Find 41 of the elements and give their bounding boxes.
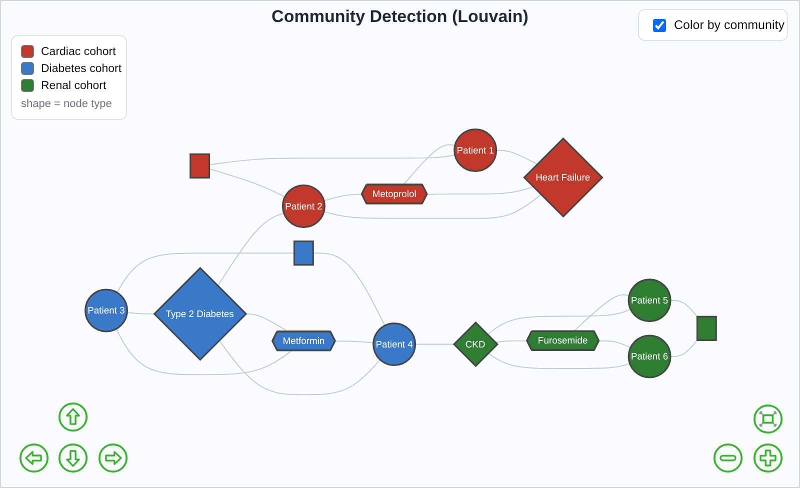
connector	[126, 312, 155, 314]
connector	[116, 252, 296, 293]
connector	[324, 194, 542, 219]
connector	[598, 340, 632, 348]
node-diamond: CKD	[453, 321, 499, 368]
connector	[427, 186, 534, 195]
connector	[487, 308, 632, 336]
connector	[324, 194, 363, 202]
connector	[335, 340, 374, 344]
node-circle: Patient 2	[282, 184, 326, 228]
connector	[312, 252, 386, 326]
connector	[209, 168, 286, 198]
node-diamond: Heart Failure	[523, 137, 604, 218]
connector	[402, 144, 456, 186]
node-circle: Patient 1	[454, 128, 498, 172]
connector	[116, 328, 292, 376]
connector	[245, 313, 290, 332]
legend-label: Renal cohort	[41, 80, 106, 92]
connector	[573, 294, 630, 332]
connector	[488, 352, 631, 370]
node-circle: Patient 4	[372, 322, 416, 366]
connector	[670, 340, 698, 357]
connector	[218, 212, 285, 286]
connector	[494, 340, 528, 343]
checkbox-label: Color by community	[674, 18, 784, 32]
legend-note: shape = node type	[21, 98, 112, 110]
connector	[496, 150, 538, 165]
node-box	[190, 153, 210, 179]
legend-label: Diabetes cohort	[41, 62, 122, 74]
node-diamond: Type 2 Diabetes	[154, 266, 248, 361]
node-circle: Patient 5	[628, 278, 672, 322]
node-box	[696, 316, 718, 341]
connector	[209, 154, 456, 166]
legend-label: Cardiac cohort	[41, 46, 116, 58]
connector	[670, 300, 698, 318]
node-circle: Patient 3	[84, 288, 128, 332]
connector	[415, 344, 454, 345]
connector	[219, 340, 381, 396]
diagram-title: Community Detection (Louvain)	[272, 7, 528, 26]
node-box	[294, 240, 314, 266]
node-circle: Patient 6	[628, 334, 672, 378]
